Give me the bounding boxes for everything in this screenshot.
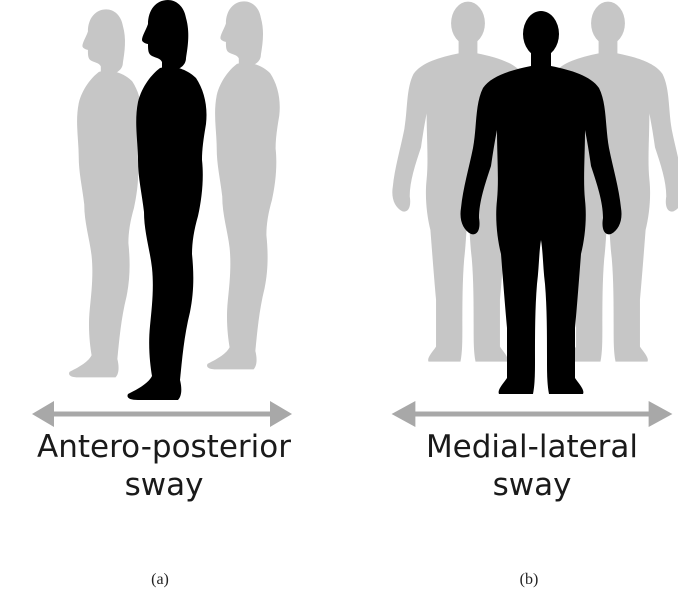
- panel-a-sublabel: (a): [130, 571, 190, 589]
- antero-posterior-arrow: [32, 401, 292, 427]
- panel-b-caption: Medial-lateral sway: [372, 428, 678, 504]
- panel-b-caption-line2: sway: [372, 466, 678, 504]
- panel-a-caption-line1: Antero-posterior: [4, 428, 324, 466]
- panel-b-caption-line1: Medial-lateral: [372, 428, 678, 466]
- side-ghost-back-figure: [69, 9, 142, 377]
- panel-a-caption-line2: sway: [4, 466, 324, 504]
- panel-b-sublabel: (b): [499, 571, 559, 589]
- panel-a-caption: Antero-posterior sway: [4, 428, 324, 504]
- side-main-figure: [127, 0, 206, 400]
- medial-lateral-arrow: [392, 401, 673, 427]
- side-ghost-front-figure: [207, 1, 280, 369]
